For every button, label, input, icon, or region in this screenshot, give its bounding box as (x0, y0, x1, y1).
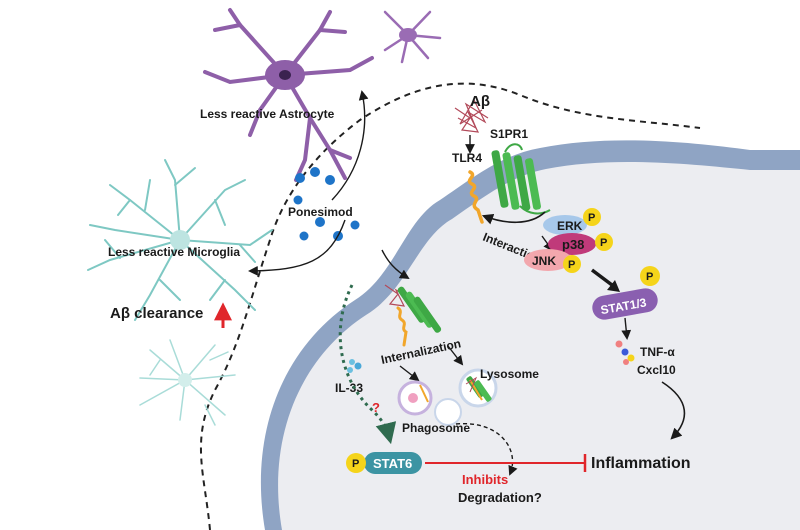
ponesimod-label: Ponesimod (288, 205, 353, 219)
svg-text:P: P (352, 458, 359, 470)
phospho-stat6-icon: P (346, 453, 366, 473)
inhibits-label: Inhibits (462, 472, 508, 487)
tlr4-receptor (467, 170, 484, 224)
cytokine-dots-icon (615, 340, 635, 365)
cell-body (260, 140, 800, 530)
svg-text:P: P (588, 212, 595, 224)
s1pr1-receptor (491, 143, 551, 215)
stat13-protein: STAT1/3 (592, 288, 658, 320)
astrocyte-cell (203, 8, 374, 182)
phagosome-vesicle (397, 380, 462, 426)
jnk-label: JNK (532, 254, 556, 268)
tlr4-label: TLR4 (452, 151, 482, 165)
to-degradation-arrow (455, 423, 518, 476)
amyloid-beta-icon (454, 98, 489, 133)
microglia-cell (87, 159, 273, 321)
p38-label: p38 (562, 237, 584, 252)
ab-label: Aβ (470, 93, 490, 110)
stat13-to-cytokines-arrow (621, 317, 632, 340)
mapk-to-stat-arrow (590, 268, 620, 292)
degradation-label: Degradation? (458, 490, 542, 505)
boundary-dashed-line (200, 82, 701, 530)
lysosome-vesicle (458, 368, 498, 408)
jnk-protein (524, 249, 572, 271)
arrow-to-internalization (381, 249, 410, 280)
arrow-to-microglia (248, 219, 346, 276)
svg-text:P: P (568, 259, 575, 271)
phagosome-label: Phagosome (402, 421, 470, 435)
ab-clearance-label: Aβ clearance (110, 305, 203, 322)
s1pr1-label: S1PR1 (490, 127, 528, 141)
phospho-p38-icon: P (595, 233, 613, 251)
il33-molecule-icon (347, 359, 362, 373)
lysosome-label: Lysosome (480, 367, 539, 381)
astrocyte-label: Less reactive Astrocyte (200, 107, 335, 121)
question-mark: ? (372, 400, 380, 415)
inhibits-line (425, 454, 587, 472)
tnfa-label: TNF-α (640, 345, 675, 359)
cxcl10-label: Cxcl10 (637, 363, 676, 377)
phospho-jnk-icon: P (563, 255, 581, 273)
to-phagosome-arrow (399, 365, 420, 382)
small-astrocyte-cell (383, 10, 442, 64)
erk-label: ERK (557, 219, 583, 233)
phospho-stat13-icon: P (640, 266, 660, 286)
svg-text:STAT6: STAT6 (373, 456, 412, 471)
phospho-erk-icon: P (583, 208, 601, 226)
inflammation-label: Inflammation (591, 455, 691, 472)
arrow-to-astrocyte (331, 90, 369, 201)
interaction-curve-arrow (481, 211, 546, 225)
faint-microglia-cell (139, 339, 236, 426)
p38-protein (548, 233, 596, 255)
internalized-tlr4-receptor (396, 306, 408, 347)
to-lysosome-arrow (447, 345, 464, 366)
internalized-s1pr1-receptor (397, 286, 442, 333)
ponesimod-drug-icon (293, 167, 360, 241)
il33-label: IL-33 (335, 381, 363, 395)
erk-protein (543, 215, 587, 235)
svg-text:P: P (646, 271, 653, 283)
microglia-label: Less reactive Microglia (108, 245, 240, 259)
cytokines-to-inflammation-arrow (661, 381, 686, 440)
il33-pathway-dotted-arrow (338, 284, 397, 445)
svg-text:P: P (600, 237, 607, 249)
mapk-complex (524, 215, 596, 271)
stat6-protein: STAT6 (364, 452, 422, 474)
